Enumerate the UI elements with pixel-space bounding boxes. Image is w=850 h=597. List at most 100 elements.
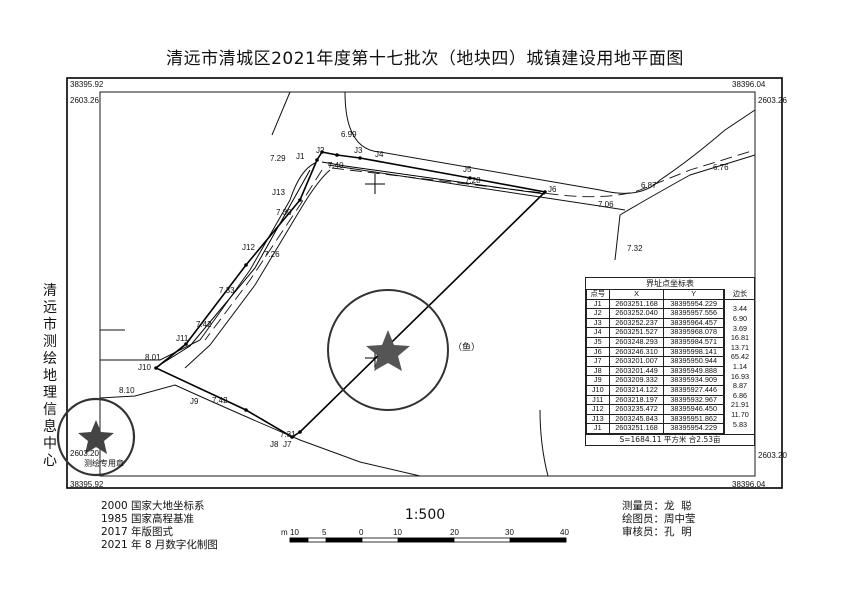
map-notes: 2000 国家大地坐标系 1985 国家高程基准 2017 年版图式 2021 … xyxy=(101,500,218,552)
frame-coord-br-x: 38396.04 xyxy=(732,480,766,489)
official-seal xyxy=(327,289,449,411)
scale-tick: 10 xyxy=(393,528,402,537)
note-line: 1985 国家高程基准 xyxy=(101,513,195,525)
distance-cell: 8.87 xyxy=(732,381,748,391)
distance-cell: 21.91 xyxy=(730,400,750,410)
point-marker xyxy=(315,158,319,162)
point-marker xyxy=(244,408,248,412)
elevation-label: 6.76 xyxy=(713,163,729,172)
point-label-j7: J7 xyxy=(283,440,292,449)
frame-coord-tr-y: 2603.26 xyxy=(758,96,787,105)
stamp-label: 测绘专用章 xyxy=(84,459,124,468)
elevation-label: 7.06 xyxy=(598,200,614,209)
scale-tick: 5 xyxy=(322,528,327,537)
point-label-j5: J5 xyxy=(463,165,472,174)
distance-cell: 6.90 xyxy=(732,313,748,323)
scale-text: 1:500 xyxy=(404,507,446,523)
scale-tick: 10 xyxy=(290,528,299,537)
table-cell: J12 xyxy=(586,404,610,415)
note-line: 2017 年版图式 xyxy=(101,526,174,538)
elevation-label: 7.30 xyxy=(276,208,292,217)
elevation-label: 7.31 xyxy=(280,430,296,439)
frame-coord-tl-y: 2603.26 xyxy=(70,96,99,105)
table-cell: 2603214.122 xyxy=(608,384,665,396)
table-cell: 2603201.007 xyxy=(608,356,665,367)
point-label-j12: J12 xyxy=(242,243,255,252)
col-header: 边长 xyxy=(725,289,755,300)
point-marker xyxy=(358,156,362,160)
staff-list: 测量员：龙 聪 绘图员：周中莹 审核员：孔 明 xyxy=(622,500,696,539)
elevation-label: 7.42 xyxy=(212,396,228,405)
point-label-j6: J6 xyxy=(548,185,557,194)
frame-coord-br-y: 2603.20 xyxy=(758,451,787,460)
point-label-j11: J11 xyxy=(176,334,189,343)
distance-cell: 11.70 xyxy=(731,409,749,419)
staff-name: 龙 聪 xyxy=(664,500,692,512)
centerline xyxy=(204,149,756,341)
distance-cell: 6.86 xyxy=(732,390,748,400)
staff-role: 审核员： xyxy=(622,526,664,538)
table-cell: 2603252.040 xyxy=(608,308,665,319)
elevation-label: 7.28 xyxy=(465,176,481,185)
frame-coord-tr-x: 38396.04 xyxy=(732,80,766,89)
distance-cell: 13.71 xyxy=(730,342,750,352)
col-header: 点号 xyxy=(586,289,610,300)
table-cell: 38395954.229 xyxy=(663,423,724,434)
table-cell: 38395950.944 xyxy=(663,356,724,367)
survey-stamp xyxy=(56,397,136,477)
distance-cell: 1.14 xyxy=(732,361,748,371)
scale-tick: 30 xyxy=(505,528,514,537)
elevation-label: 7.40 xyxy=(328,161,344,170)
col-header: X xyxy=(608,289,665,300)
scale-tick: 40 xyxy=(560,528,569,537)
table-cell: 38395957.556 xyxy=(663,308,724,319)
point-marker xyxy=(298,430,302,434)
elevation-label: 7.42 xyxy=(196,320,212,329)
distance-cell: 5.83 xyxy=(732,419,748,429)
staff-row: 审核员：孔 明 xyxy=(622,526,696,539)
point-marker xyxy=(543,190,547,194)
point-label-j13: J13 xyxy=(272,188,285,197)
table-cell: J9 xyxy=(586,375,610,386)
point-marker xyxy=(244,263,248,267)
distance-cell: 16.81 xyxy=(730,333,750,343)
seal-label: （鱼） xyxy=(453,343,481,353)
outer-frame xyxy=(66,77,783,489)
road-lines xyxy=(99,91,756,477)
staff-row: 测量员：龙 聪 xyxy=(622,500,696,513)
point-marker xyxy=(154,366,158,370)
table-cell: J10 xyxy=(586,384,610,396)
coord-table-title: 界址点坐标表 xyxy=(646,279,694,288)
elevation-label: 7.26 xyxy=(264,250,280,259)
point-label-j2: J2 xyxy=(316,146,325,155)
point-marker xyxy=(184,342,188,346)
table-cell: J5 xyxy=(586,336,610,348)
staff-name: 周中莹 xyxy=(664,513,696,525)
side-org-text: 清远市测绘地理信息中心 xyxy=(43,283,57,469)
elevation-label: 6.87 xyxy=(641,181,657,190)
col-header: Y xyxy=(663,289,724,300)
boundary-points xyxy=(154,150,547,439)
point-marker xyxy=(290,435,294,439)
table-cell: J7 xyxy=(586,356,610,367)
table-cell: 2603209.332 xyxy=(608,375,665,386)
table-cell: 38395946.450 xyxy=(663,404,724,415)
scale-tick: 0 xyxy=(359,528,364,537)
point-label-j1: J1 xyxy=(296,152,305,161)
table-cell: 38395927.446 xyxy=(663,384,724,396)
scale-unit: m xyxy=(281,528,288,537)
table-cell: J2 xyxy=(586,308,610,319)
elevation-label: 7.33 xyxy=(219,286,235,295)
table-cell: 38395984.571 xyxy=(663,336,724,348)
